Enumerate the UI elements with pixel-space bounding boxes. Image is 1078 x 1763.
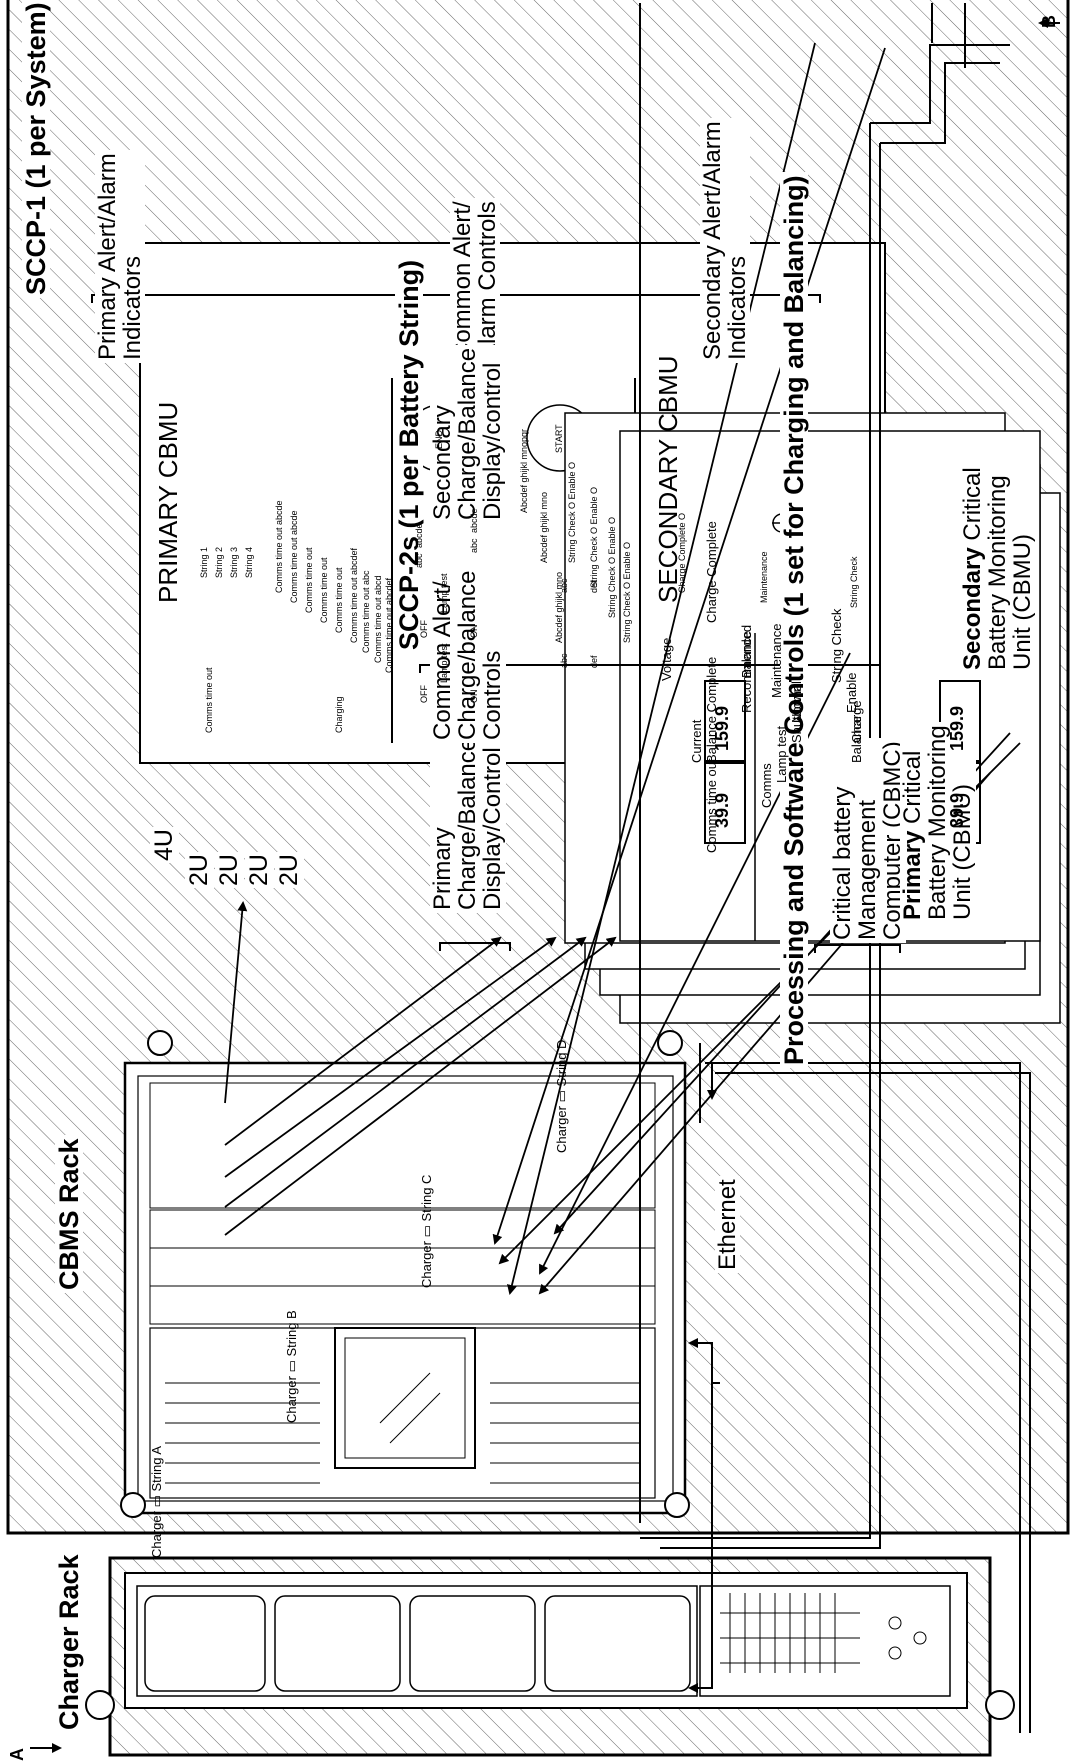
sccp2-tab-1: String Check O Enable O bbox=[567, 461, 577, 563]
def-label-2: def bbox=[589, 655, 599, 668]
start-label: START bbox=[554, 424, 564, 453]
shutdown-label: Shutdown bbox=[789, 685, 804, 743]
on-label-1: ON bbox=[469, 624, 479, 639]
voltage-label: Voltage bbox=[659, 637, 674, 681]
charger-string-d: Charger ▭ String D bbox=[554, 1039, 569, 1153]
sccp1-comms-line-8: Comms time out abcd bbox=[373, 575, 383, 663]
rack-unit-2u-2: 2U bbox=[215, 852, 244, 888]
primary-cbmu-bold: Primary bbox=[899, 830, 926, 920]
brace-primary bbox=[439, 942, 511, 951]
secondary-cbmu-bold: Secondary bbox=[959, 547, 986, 670]
primary-alert-label: Primary Alert/Alarm Indicators bbox=[94, 150, 146, 363]
maintenance-label: Maintenance bbox=[769, 623, 784, 698]
sccp1-footer-left: Comms time out bbox=[204, 667, 214, 733]
sccp1-comms-line-2: Comms time out abcde bbox=[289, 510, 299, 603]
sccp1-title: SCCP-1 (1 per System) bbox=[21, 0, 51, 298]
lamp-test-label-1: Lamp test bbox=[439, 573, 449, 613]
off-label-1: OFF bbox=[419, 620, 429, 638]
sccp2-tab-string-check: String Check bbox=[849, 556, 859, 608]
sccp2-tab-charge-complete: Charge Complete O bbox=[677, 512, 687, 593]
sccp2-tab-maintenance: Maintenance bbox=[759, 551, 769, 603]
charger-rack-title: Charger Rack bbox=[54, 1551, 84, 1733]
abcdef-mno-label-1: Abcdef ghijkl mno bbox=[539, 491, 549, 563]
charger-string-c: Charger ▭ String C bbox=[419, 1174, 434, 1288]
comms-label: Comms bbox=[759, 763, 774, 808]
current-label: Current bbox=[689, 719, 704, 763]
sccp1-string-3: String 3 bbox=[229, 546, 239, 578]
primary-charge-label: Primary Charge/Balance Display/Control bbox=[429, 734, 506, 913]
cbms-4u-panel bbox=[149, 1082, 656, 1209]
lamp-test-label: Lamp test bbox=[774, 725, 789, 783]
current-display bbox=[704, 762, 746, 844]
sccp1-comms-line-9: Comms time out abcdef bbox=[384, 577, 394, 673]
rack-unit-2u-3: 2U bbox=[245, 852, 274, 888]
sccp2-title: SCCP-2s (1 per Battery String) bbox=[394, 256, 424, 653]
sccp1-string-1: String 1 bbox=[199, 546, 209, 578]
processing-title: Processing and Software Controls (1 set … bbox=[779, 172, 809, 1068]
off-label-2: OFF bbox=[419, 685, 429, 703]
abc-label-3: abc bbox=[559, 578, 569, 593]
abcde-label-1: abcde bbox=[414, 523, 424, 548]
abc-label-4: abc bbox=[559, 653, 569, 668]
sccp1-comms-line-1: Comms time out abcde bbox=[274, 500, 284, 593]
primary-cbmu-title: PRIMARY CBMU bbox=[153, 401, 183, 603]
on-label-2: ON bbox=[469, 689, 479, 704]
end-label: END bbox=[434, 429, 444, 449]
common-alert-label: Common Alert/ Alarm Controls bbox=[449, 198, 501, 363]
sccp1-string-4: String 4 bbox=[244, 546, 254, 578]
voltage-value-right: 159.9 bbox=[947, 705, 967, 751]
sccp1-comms-line-3: Comms time out bbox=[304, 547, 314, 613]
balance-ctrl-label: Balance bbox=[849, 716, 864, 763]
sccp1-comms-line-4: Comms time out bbox=[319, 557, 329, 623]
cbms-rack-title: CBMS Rack bbox=[54, 1135, 84, 1293]
voltage-display bbox=[704, 680, 746, 762]
abc-label-2: abc bbox=[469, 538, 479, 553]
balance-complete-label: Balance Complete bbox=[704, 656, 719, 763]
sccp2-tab-2: String Check O Enable O bbox=[589, 486, 599, 588]
recommended-label: Recommended bbox=[739, 624, 754, 713]
sccp1-comms-line-7: Comms time out abc bbox=[361, 570, 371, 653]
cbms-2u-panel-3 bbox=[149, 1285, 656, 1325]
arrow-a-label: A bbox=[7, 1748, 27, 1761]
comms-time-out-label: Comms time out bbox=[704, 758, 719, 853]
rack-unit-2u-4: 2U bbox=[275, 852, 304, 888]
abcde-label-2: abcde bbox=[469, 508, 479, 533]
sccp1-footer-right: Charging bbox=[334, 696, 344, 733]
string-check-label: String Check bbox=[829, 608, 844, 683]
cbms-2u-panel-2 bbox=[149, 1247, 656, 1287]
current-value-right: 39.9 bbox=[947, 792, 967, 828]
rack-unit-4u: 4U bbox=[150, 827, 179, 863]
ethernet-label: Ethernet bbox=[714, 1176, 741, 1273]
abc-label-1: abc bbox=[414, 553, 424, 568]
cbmc-label: Critical battery Management Computer (CB… bbox=[829, 738, 906, 943]
sccp2-tab-3: String Check O Enable O bbox=[607, 516, 617, 618]
abcdef-mnopqr-label: Abcdef ghijkl mnopqr bbox=[519, 428, 529, 513]
secondary-alert-label: Secondary Alert/Alarm Indicators bbox=[699, 118, 751, 363]
secondary-cbmu-label: Secondary Critical Battery Monitoring Un… bbox=[959, 464, 1036, 673]
lamp-test-label-2: Lamp test bbox=[439, 643, 449, 683]
sccp2-tab-4: String Check O Enable O bbox=[622, 541, 632, 643]
charge-complete-label: Charge Complete bbox=[704, 521, 719, 623]
sccp1-comms-line-5: Comms time out bbox=[334, 567, 344, 633]
cbms-2u-panel-1 bbox=[149, 1209, 656, 1249]
sccp1-string-2: String 2 bbox=[214, 546, 224, 578]
charger-rack-lower-cabinet bbox=[699, 1585, 951, 1697]
sccp1-comms-line-6: Comms time out abcdef bbox=[349, 547, 359, 643]
charger-string-a: Charger ▭ String A bbox=[149, 1446, 164, 1558]
charger-string-b: Charger ▭ String B bbox=[284, 1310, 299, 1423]
arrow-b-label: B bbox=[1039, 15, 1059, 28]
rack-unit-2u-1: 2U bbox=[185, 852, 214, 888]
